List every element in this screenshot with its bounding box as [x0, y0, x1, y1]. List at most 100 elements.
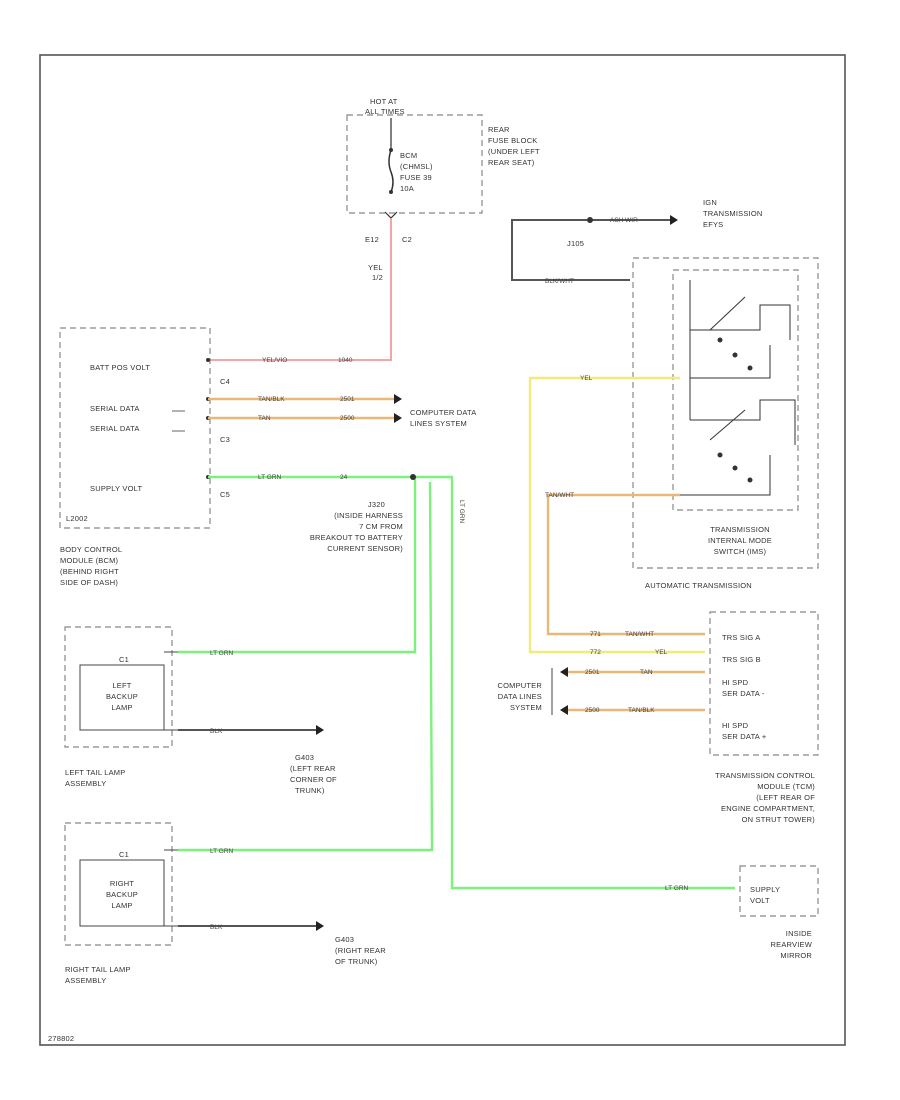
left-ground-label-2: (LEFT REAR [290, 764, 336, 773]
diagram-id: 278802 [48, 1034, 74, 1043]
tcm-wire-772-color: YEL [655, 649, 668, 656]
right-ground-label-3: OF TRUNK) [335, 957, 378, 966]
right-ground-g403: G403 (RIGHT REAR OF TRUNK) [335, 935, 386, 966]
splice-label-3: 7 CM FROM [359, 522, 403, 531]
fuse-block-label-1: REAR [488, 125, 510, 134]
bcm-pin-serial-2: SERIAL DATA [90, 424, 140, 433]
bcm-wire3-ckt: 2500 [340, 415, 355, 422]
ims-contact-6 [747, 477, 753, 483]
bcm-pin-serial-1: SERIAL DATA [90, 404, 140, 413]
ims-contact-3 [747, 365, 753, 371]
bcm-pin-batt: BATT POS VOLT [90, 363, 150, 372]
ims-box [672, 269, 799, 511]
right-assembly-label-2: ASSEMBLY [65, 976, 106, 985]
ims-switch-b-lever [709, 409, 746, 441]
fuse-label-4: 10A [400, 184, 414, 193]
fuse-dot-top [389, 148, 393, 152]
ign-splice-dot [587, 217, 593, 223]
serial-arrow-2 [394, 413, 402, 423]
trs-sig-b-wire [528, 376, 705, 654]
bcm-part-number: L2002 [66, 514, 88, 523]
fuse-dot-bottom [389, 190, 393, 194]
bcm-conn-dot-1 [206, 358, 210, 362]
left-lamp-pin: C1 [119, 655, 129, 664]
ign-label-1: IGN [703, 198, 717, 207]
left-lamp-blk-label: BLK [210, 728, 223, 735]
batt-feed-wire [208, 218, 392, 361]
ign-label-2: TRANSMISSION [703, 209, 763, 218]
tcm-pin-3: HI SPD [722, 678, 749, 687]
right-lamp-blk-label: BLK [210, 924, 223, 931]
bcm-wire3-color: TAN [258, 415, 271, 422]
left-assembly-label-1: LEFT TAIL LAMP [65, 768, 125, 777]
left-assembly-label-2: ASSEMBLY [65, 779, 106, 788]
splice-label-1: J320 [368, 500, 385, 509]
mirror-wire-label: LT GRN [665, 885, 689, 892]
fuse-label-3: FUSE 39 [400, 173, 432, 182]
right-backup-lamp-body [79, 859, 165, 927]
mirror-pin: SUPPLY [750, 885, 780, 894]
ign-black-wire [511, 219, 675, 281]
bcm-wire1-ckt: 1040 [338, 357, 353, 364]
ims-label-3: SWITCH (IMS) [714, 547, 767, 556]
mirror-box [739, 865, 819, 917]
left-lamp-name-2: BACKUP [106, 692, 138, 701]
fuse-block-label-3: (UNDER LEFT [488, 147, 540, 156]
left-ground-label-3: CORNER OF [290, 775, 337, 784]
right-lamp-feed-wire [178, 481, 434, 852]
bcm-label-3: (BEHIND RIGHT [60, 567, 119, 576]
fuse-block-box [346, 114, 483, 214]
ign-label-3: EFYS [703, 220, 723, 229]
tcm-pin-4: SER DATA - [722, 689, 765, 698]
bcm-pin-supply: SUPPLY VOLT [90, 484, 142, 493]
tcm-wire-771-color: TAN/WHT [625, 631, 654, 638]
tcm-pin-2: TRS SIG B [722, 655, 761, 664]
tcm-computer-data-3: SYSTEM [510, 703, 542, 712]
hot-at-label: HOT AT [370, 97, 398, 106]
ims-label-1: TRANSMISSION [710, 525, 770, 534]
ign-arrow [670, 215, 678, 225]
bcm-box [59, 327, 211, 529]
computer-data-label-1: COMPUTER DATA [410, 408, 477, 417]
ims-yel-label: YEL [580, 375, 593, 382]
left-ground-label-4: TRUNK) [295, 786, 325, 795]
tcm-label-5: ON STRUT TOWER) [742, 815, 816, 824]
fuse-pin-c2: C2 [402, 235, 412, 244]
ims-switch-b [680, 399, 796, 496]
ims-label-2: INTERNAL MODE [708, 536, 772, 545]
right-tail-lamp-assembly: C1 RIGHT BACKUP LAMP RIGHT TAIL LAMP ASS… [64, 822, 178, 985]
ims-switch-a-path [690, 304, 791, 340]
left-backup-lamp-body [79, 664, 165, 731]
bcm-wire2-ckt: 2501 [340, 396, 355, 403]
bcm-wire1-color: YEL/VIO [262, 357, 287, 364]
bcm-wire2-color: TAN/BLK [258, 396, 285, 403]
fuse-block-label-2: FUSE BLOCK [488, 136, 538, 145]
tcm-label-2: MODULE (TCM) [757, 782, 815, 791]
tcm-pin-1: TRS SIG A [722, 633, 760, 642]
splice-label-4: BREAKOUT TO BATTERY [310, 533, 403, 542]
left-lamp-name-3: LAMP [111, 703, 132, 712]
diagram-frame [39, 54, 846, 1046]
left-ground-arrow [316, 725, 324, 735]
hot-at-label-2: ALL TIMES [365, 107, 405, 116]
automatic-transmission-label: AUTOMATIC TRANSMISSION [645, 581, 752, 590]
tcm-label-4: ENGINE COMPARTMENT, [721, 804, 815, 813]
right-lamp-pin: C1 [119, 850, 129, 859]
bcm-label-1: BODY CONTROL [60, 545, 122, 554]
left-ground-label-1: G403 [295, 753, 314, 762]
ims-tan-label: TAN/WHT [545, 492, 574, 499]
right-lamp-name-1: RIGHT [110, 879, 135, 888]
right-lamp-name-2: BACKUP [106, 890, 138, 899]
right-ground-arrow [316, 921, 324, 931]
splice-label-5: CURRENT SENSOR) [327, 544, 403, 553]
computer-data-label-2: LINES SYSTEM [410, 419, 467, 428]
mirror-label-3: MIRROR [780, 951, 812, 960]
tcm-wire-771-ckt: 771 [590, 631, 601, 638]
right-lamp-name-3: LAMP [111, 901, 132, 910]
tcm-box [709, 611, 819, 756]
fuse-label-1: BCM [400, 151, 417, 160]
tcm-pin-5: HI SPD [722, 721, 749, 730]
ims-contact-1 [717, 337, 723, 343]
tcm-pin-6: SER DATA + [722, 732, 767, 741]
